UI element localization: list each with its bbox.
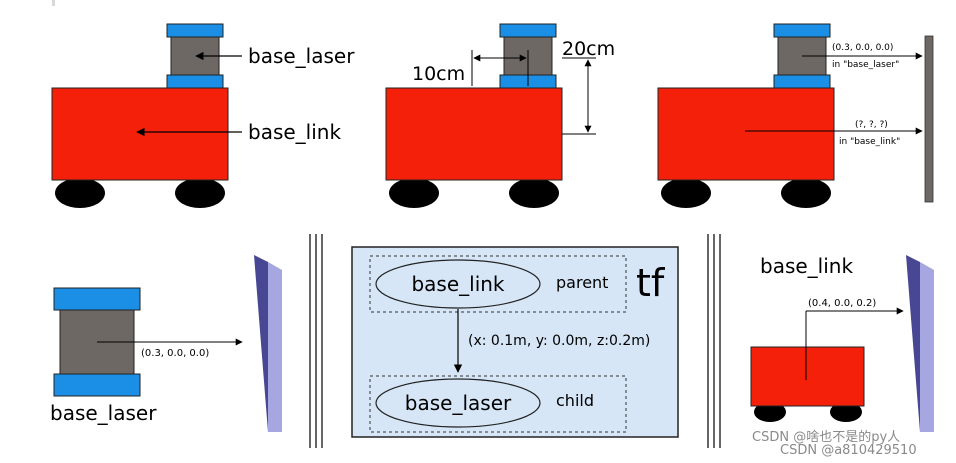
coord-label: (0.3, 0.0, 0.0) (141, 348, 209, 359)
parent-frame-box (369, 255, 627, 313)
watermark-line-1: CSDN @啥也不是的py人 (752, 429, 900, 445)
parent-node-label: base_link (411, 272, 504, 296)
wheel-left (389, 178, 439, 208)
wheel-left (754, 402, 786, 422)
laser-cap-bottom (773, 74, 831, 89)
wheel-left (55, 178, 105, 208)
child-role-label: child (556, 391, 594, 410)
base-laser-label: base_laser (248, 44, 355, 68)
separator-left (309, 234, 323, 448)
wheel-right (781, 178, 831, 208)
base-laser-label: base_laser (50, 401, 157, 425)
wall (924, 35, 934, 203)
wheel-left (661, 178, 711, 208)
panel-robot-wall: (0.3, 0.0, 0.0) in "base_laser" (?, ?, ?… (657, 23, 934, 208)
panel-tf-tree: base_link parent tf (x: 0.1m, y: 0.0m, z… (351, 246, 679, 438)
robot-body (657, 87, 835, 181)
parent-node (375, 259, 541, 309)
base-link-label: base_link (760, 254, 853, 278)
laser-cap-top (773, 23, 831, 38)
robot-body (750, 346, 865, 407)
frame-corner (52, 0, 55, 6)
laser-cap-top (53, 287, 141, 311)
watermark: CSDN @啥也不是的py人 CSDN @a810429510 (752, 429, 917, 458)
separator-right (707, 234, 721, 448)
laser-frame-label: in "base_laser" (832, 60, 899, 70)
laser-coord-label: (0.3, 0.0, 0.0) (832, 43, 893, 53)
wheel-right (509, 178, 559, 208)
watermark-line-2: CSDN @a810429510 (780, 443, 917, 458)
link-coord-label: (?, ?, ?) (855, 120, 888, 130)
laser-cap-bottom (53, 373, 141, 397)
base-link-label: base_link (248, 120, 341, 144)
panel-laser-wall: (0.3, 0.0, 0.0) base_laser (50, 255, 282, 432)
child-node (375, 378, 541, 428)
parent-role-label: parent (556, 273, 608, 292)
link-frame-label: in "base_link" (839, 137, 900, 147)
wall-front (920, 262, 934, 432)
tf-panel (351, 246, 679, 438)
tf-title: tf (636, 261, 666, 305)
laser-cap-bottom (166, 74, 224, 89)
dim-horizontal-label: 10cm (412, 63, 465, 85)
wheel-right (175, 178, 225, 208)
child-node-label: base_laser (405, 391, 512, 415)
laser-cap-top (166, 23, 224, 38)
wall-front (268, 262, 282, 432)
laser-cap-top (499, 23, 557, 38)
robot-body (51, 87, 229, 181)
coord-label: (0.4, 0.0, 0.2) (808, 298, 876, 309)
wheel-right (830, 402, 862, 422)
panel-robot-dimensions: 10cm 20cm (385, 23, 615, 208)
child-frame-box (369, 375, 627, 433)
dim-vertical-label: 20cm (562, 38, 615, 60)
panel-robot-labels: base_laser base_link (51, 23, 355, 208)
panel-link-wall: base_link (0.4, 0.0, 0.2) (750, 254, 934, 432)
transform-label: (x: 0.1m, y: 0.0m, z:0.2m) (468, 333, 650, 349)
robot-body (385, 87, 563, 181)
